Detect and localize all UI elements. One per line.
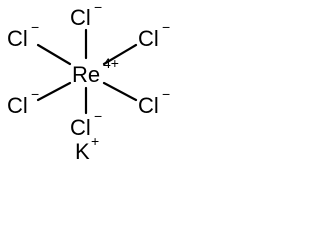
bond-lower-left (36, 81, 72, 102)
bond-upper-right (102, 43, 138, 66)
re-center-charge: 4+ (103, 55, 119, 71)
re-center-label: Re (72, 62, 100, 87)
cl-top-label: Cl (70, 5, 91, 30)
cl-upper-right-label: Cl (138, 26, 159, 51)
cl-lower-left-charge: − (31, 86, 39, 102)
cl-lower-right-charge: − (162, 86, 170, 102)
k-counter-ion-charge: + (91, 133, 99, 149)
bond-upper-left (36, 43, 72, 66)
structure-canvas: Cl − Cl − Cl − Re 4+ Cl − Cl − Cl − K + (7, 0, 170, 164)
cl-lower-left-label: Cl (7, 93, 28, 118)
cl-lower-right-label: Cl (138, 93, 159, 118)
structure-diagram: Cl − Cl − Cl − Re 4+ Cl − Cl − Cl − K + (0, 0, 182, 176)
k-counter-ion-label: K (75, 139, 90, 164)
cl-top-charge: − (94, 0, 102, 15)
cl-upper-left-charge: − (31, 19, 39, 35)
cl-upper-right-charge: − (162, 19, 170, 35)
cl-upper-left-label: Cl (7, 26, 28, 51)
bond-lower-right (102, 81, 138, 102)
cl-bottom-label: Cl (70, 115, 91, 140)
cl-bottom-charge: − (94, 108, 102, 124)
